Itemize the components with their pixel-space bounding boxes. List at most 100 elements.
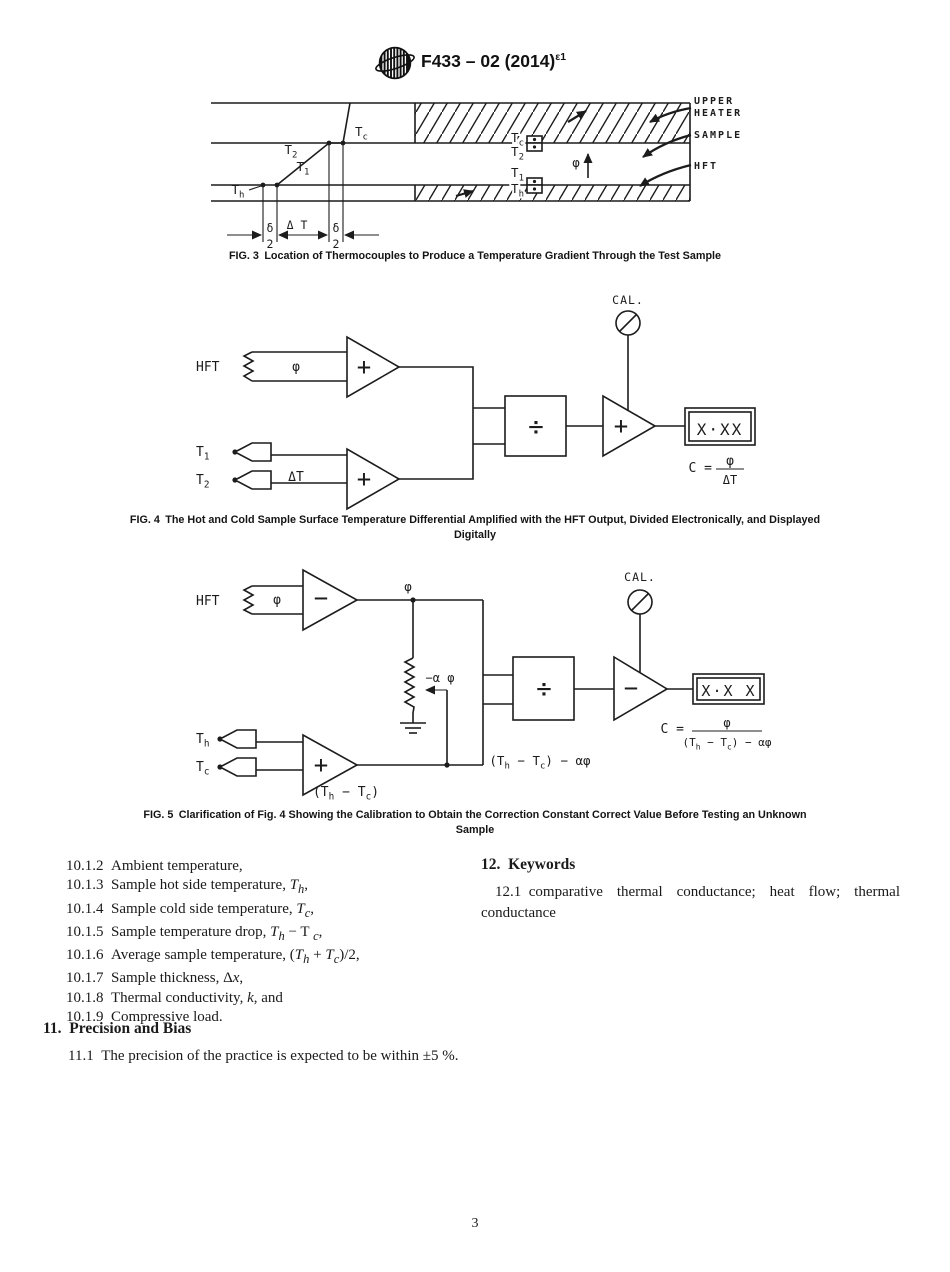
heat-flux-arrow: φ (572, 153, 593, 178)
fig4-bus-wiring (399, 366, 505, 480)
section-12-heading: 12. Keywords (481, 856, 576, 873)
fig5-formula-numerator: φ (723, 716, 730, 730)
delta-half-1-denominator: 2 (267, 237, 274, 251)
fig5-phi-label: φ (273, 593, 281, 608)
delta-half-2-numerator: δ (333, 221, 340, 235)
fig4-amp-top-sign: + (357, 353, 371, 381)
fig4-phi-label: φ (292, 360, 300, 375)
delta-half-2-denominator: 2 (333, 237, 340, 251)
fig4-digital-display: X·XX (655, 407, 756, 446)
fig5-formula-denominator: (Th − Tc) − αφ (682, 736, 771, 752)
fig4-formula-numerator: φ (726, 454, 734, 469)
fig4-amp-bottom-sign: + (357, 465, 371, 493)
fig5-formula-lhs: C = (661, 722, 685, 737)
fig3-callouts: UPPER HEATER SAMPLE HFT (639, 96, 742, 187)
hft-block (415, 185, 690, 201)
stack-tc-label: Tc (511, 130, 524, 149)
page-number: 3 (471, 1216, 479, 1231)
fig5-digital-display: X·X X (667, 673, 765, 705)
fig4-cal-trimmer: CAL. (612, 293, 643, 411)
fig4-t2-label: T2 (196, 473, 209, 491)
fig5-amp-bottom: + (Th − Tc) (302, 733, 379, 803)
fig5-diagram: HFT φ − φ −α φ Th (196, 568, 772, 803)
fig5-amp-bottom-sign: + (314, 751, 328, 779)
fig5-th-minus-tc-label: (Th − Tc) (313, 785, 379, 803)
list-item: 10.1.3 Sample hot side temperature, Th, (66, 877, 309, 897)
fig5-caption: FIG. 5 Clarification of Fig. 4 Showing t… (0, 808, 950, 837)
upper-heater-callout-line1: UPPER (694, 96, 734, 107)
fig5-thermocouple-inputs: Th Tc (196, 729, 303, 778)
astm-logo-stripes (382, 48, 407, 78)
upper-heater-leader-arrow (649, 106, 692, 123)
list-item: 10.1.2 Ambient temperature, (66, 858, 243, 874)
th-leader (248, 185, 262, 191)
fig4-amp-output-sign: + (614, 412, 628, 440)
fig4-t1-label: T1 (196, 445, 209, 463)
fig4-delta-t-label: ΔT (288, 470, 304, 485)
fig4-hft-source: HFT φ (196, 351, 347, 382)
stack-th-label: Th (511, 181, 524, 200)
list-item: 10.1.4 Sample cold side temperature, Tc, (66, 900, 315, 920)
fig4-display-digits: X·XX (697, 420, 744, 439)
fig3-caption-text: FIG. 3 Location of Thermocouples to Prod… (228, 250, 722, 262)
document-code: F433 – 02 (2014)ε1 (421, 51, 566, 72)
hft-callout: HFT (694, 161, 718, 172)
fig5-divide-symbol: ÷ (536, 674, 552, 704)
fig5-cal-label: CAL. (624, 570, 656, 584)
section-10-list: 10.1.2 Ambient temperature, 10.1.3 Sampl… (66, 857, 360, 1027)
delta-t-dimension-label: Δ T (287, 218, 308, 232)
fig5-bus-wiring (357, 600, 513, 766)
fig4-amp-bottom: + (346, 447, 401, 511)
section-11-paragraph: 11.1 The precision of the practice is ex… (68, 1048, 459, 1064)
fig4-caption: FIG. 4 The Hot and Cold Sample Surface T… (0, 513, 950, 542)
list-item: 10.1.6 Average sample temperature, (Th +… (66, 947, 360, 967)
fig5-hft-label: HFT (196, 594, 220, 609)
fig4-amp-output: + (602, 394, 657, 458)
fig5-divider-box: ÷ (Th − Tc) − αφ (489, 656, 591, 772)
upper-heater-callout-line2: HEATER (694, 108, 742, 119)
fig4-caption-line2: Digitally (454, 528, 496, 541)
fig5-formula: C = φ (Th − Tc) − αφ (661, 716, 772, 752)
fig5-hft-source: HFT φ (196, 585, 303, 615)
doc-code-text: F433 – 02 (2014) (421, 51, 556, 71)
stack-outline (211, 102, 691, 202)
heater-flow-arrow (567, 110, 587, 123)
fig4-divide-symbol: ÷ (528, 412, 544, 442)
temperature-profile: Th T2 T1 Tc (232, 102, 368, 201)
fig4-formula: C = φ ΔT (689, 454, 744, 487)
fig5-display-digits: X·X X (701, 682, 756, 700)
list-item: 10.1.8 Thermal conductivity, k, and (66, 989, 283, 1006)
fig5-th-label: Th (196, 732, 209, 750)
profile-t1-label: T1 (297, 159, 310, 178)
fig5-caption-line2: Sample (455, 823, 495, 836)
fig4-caption-line1: FIG. 4 The Hot and Cold Sample Surface T… (129, 514, 821, 526)
fig4-hft-label: HFT (196, 360, 220, 375)
dimension-lines: δ 2 Δ T δ 2 (227, 145, 379, 251)
fig5-amp-output-sign: − (624, 674, 638, 702)
fig5-phi-node-label: φ (404, 579, 412, 594)
stack-t2-label: T2 (511, 144, 524, 163)
list-item: 10.1.5 Sample temperature drop, Th − T c… (66, 923, 323, 943)
upper-heater-block (415, 103, 690, 143)
fig5-amp-top: − (302, 568, 359, 632)
list-item: 10.1.9 Compressive load. (66, 1009, 223, 1026)
fig4-diagram: HFT φ + T1 T2 ΔT + (196, 293, 756, 511)
stack-thermocouples: Tc T2 T1 Th (509, 128, 543, 202)
fig5-tc-label: Tc (196, 760, 209, 778)
hft-leader-arrow (639, 163, 692, 187)
fig4-formula-denominator: ΔT (723, 473, 737, 487)
fig5-amp-output: − (613, 655, 669, 722)
fig5-alpha-phi-branch: φ −α φ (357, 579, 483, 768)
profile-th-label: Th (232, 182, 245, 201)
astm-logo (375, 46, 415, 80)
section-12-paragraph: 12.1 comparative thermal conductance; he… (481, 884, 900, 921)
fig4-divider-box: ÷ (504, 395, 567, 457)
stack-t1-label: T1 (511, 165, 524, 184)
fig5-caption-line1: FIG. 5 Clarification of Fig. 4 Showing t… (143, 809, 807, 821)
fig5-neg-alpha-phi-label: −α φ (426, 671, 455, 685)
fig4-thermocouple-inputs: T1 T2 ΔT (196, 442, 347, 491)
fig3-caption: FIG. 3 Location of Thermocouples to Prod… (0, 249, 950, 264)
profile-t2-label: T2 (285, 142, 298, 161)
fig3-diagram: Th T2 T1 Tc δ 2 Δ T δ 2 Tc (211, 96, 742, 251)
doc-code-superscript: ε1 (555, 51, 567, 64)
